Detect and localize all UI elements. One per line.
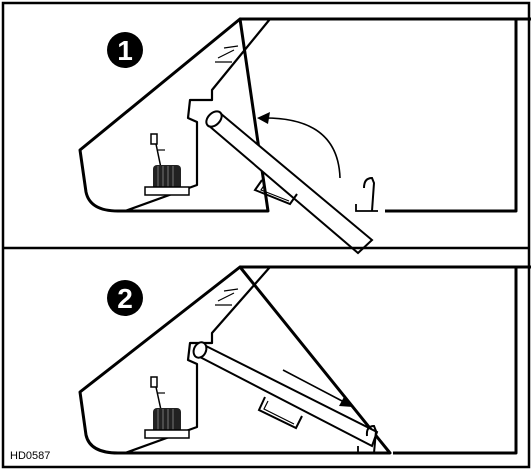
latch-hook-2 xyxy=(357,424,380,454)
rotation-arrow-1 xyxy=(257,112,341,179)
step-1-badge xyxy=(107,32,143,68)
slot-wall-1 xyxy=(124,18,271,213)
housing-outline-2 xyxy=(78,265,531,455)
hatch-1 xyxy=(215,45,239,63)
handle-bar-2 xyxy=(192,341,379,448)
knob-assembly-1 xyxy=(144,133,190,196)
panel-step-1: 1 xyxy=(78,17,531,255)
step-1-number: 1 xyxy=(117,35,133,66)
latch-hook-1 xyxy=(355,176,378,212)
step-2-number: 2 xyxy=(117,283,133,314)
hatch-2 xyxy=(215,288,239,306)
step-2-badge xyxy=(107,280,143,316)
figure-code: HD0587 xyxy=(10,450,50,462)
knob-assembly-2 xyxy=(144,376,190,439)
panel-step-2: 2 xyxy=(78,265,531,455)
slot-wall-2 xyxy=(124,266,271,455)
handle-bar-1 xyxy=(205,110,374,255)
slide-arrow-2 xyxy=(282,369,353,407)
housing-outline-1 xyxy=(78,17,531,213)
